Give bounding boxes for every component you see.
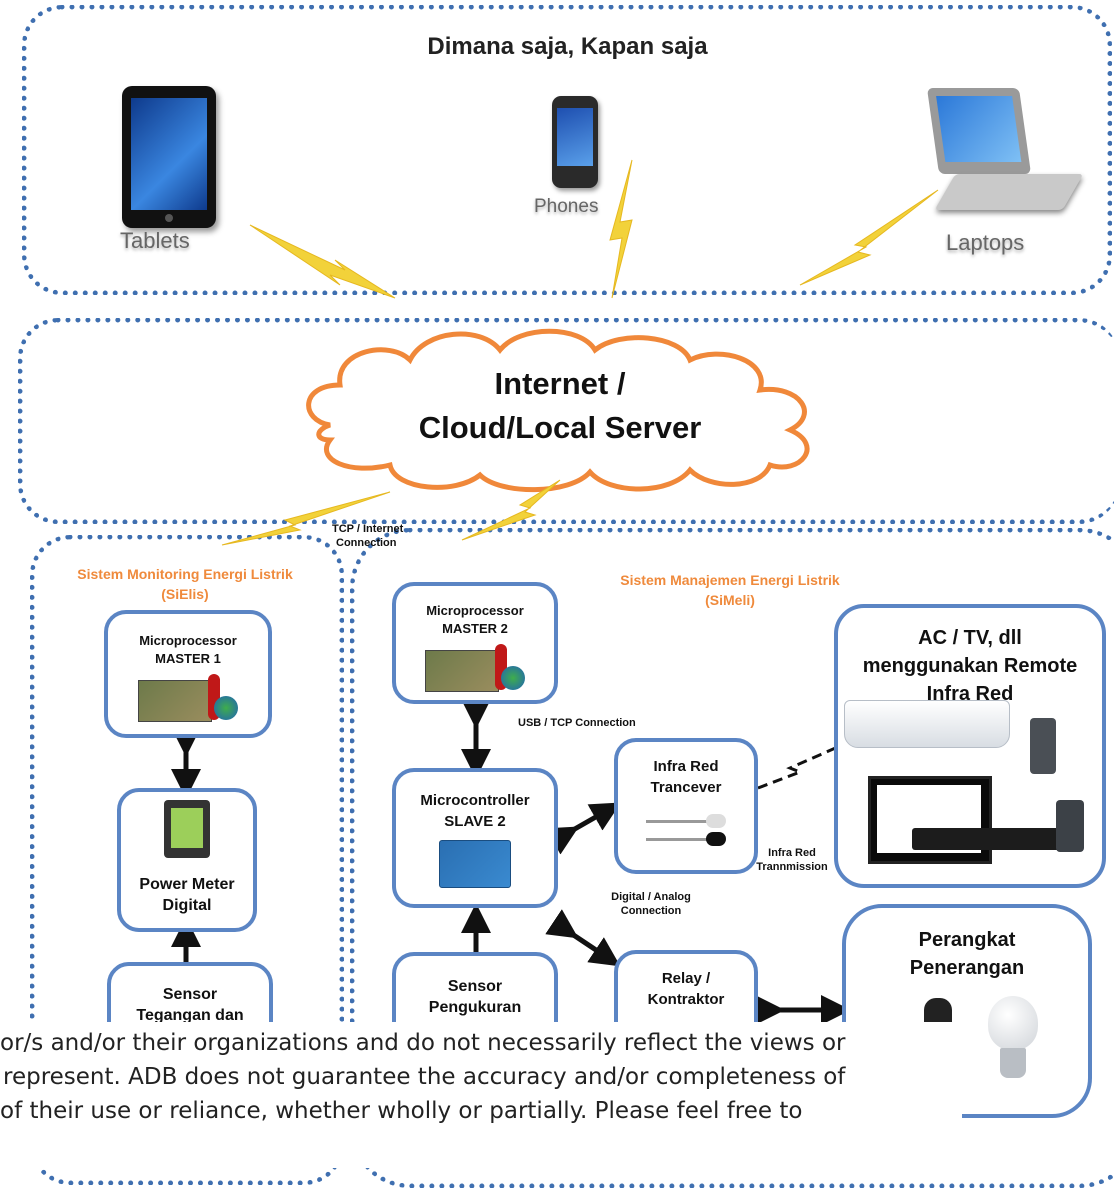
phone-icon [552, 96, 598, 188]
power-meter-line1: Power Meter [139, 876, 235, 893]
right-zone-title-line2: (SiMeli) [705, 592, 755, 608]
disclaimer-line3: of their use or reliance, whether wholly… [0, 1098, 803, 1124]
top-zone-title: Dimana saja, Kapan saja [427, 33, 708, 60]
ac-tv-line1: AC / TV, dll [918, 627, 1022, 649]
ir-transmission-line2: Trannmission [756, 861, 828, 873]
arrow-slave-relay [545, 909, 621, 967]
infrared-trancever-box: Infra Red Trancever [614, 738, 758, 874]
tcp-label-line1: TCP / Internet [332, 523, 404, 535]
infrared-line1: Infra Red [653, 758, 719, 775]
circuit-board-icon [138, 674, 238, 722]
left-zone-title-line2: (SiElis) [161, 586, 209, 602]
slave2-line1: Microcontroller [420, 792, 530, 809]
ir-transmission-line1: Infra Red [768, 847, 816, 859]
left-zone-title: Sistem Monitoring Energi Listrik (SiElis… [40, 564, 330, 604]
ac-tv-line2: menggunakan Remote [862, 655, 1078, 677]
disclaimer-line2: represent. ADB does not guarantee the ac… [3, 1064, 846, 1090]
master2-line2: MASTER 2 [442, 621, 508, 636]
cloud-title-line1: Internet / [494, 366, 626, 401]
ir-led-icon [636, 812, 736, 852]
power-meter-line2: Digital [162, 897, 212, 914]
usb-tcp-label: USB / TCP Connection [518, 717, 636, 729]
dvd-player-icon [912, 828, 1062, 850]
ir-dash-line [757, 744, 841, 790]
tcp-label-line2: Connection [336, 537, 397, 549]
microprocessor-master1-box: Microprocessor MASTER 1 [104, 610, 272, 738]
remote-icon-2 [1056, 800, 1084, 852]
disclaimer-line1: or/s and/or their organizations and do n… [0, 1030, 846, 1056]
phones-label: Phones [534, 196, 599, 217]
lightning-tablet [249, 224, 396, 299]
tablets-label: Tablets [120, 228, 190, 253]
digital-analog-line1: Digital / Analog [611, 891, 691, 903]
lighting-line2: Penerangan [909, 957, 1025, 979]
cloud-shape [306, 328, 810, 493]
cloud-title-line2: Cloud/Local Server [418, 410, 702, 445]
relay-line2: Kontraktor [647, 991, 725, 1008]
sensor-left-line1: Sensor [162, 986, 218, 1003]
tcp-label: TCP / Internet Connection [332, 522, 442, 550]
infrared-line2: Trancever [650, 779, 722, 796]
right-zone-title-line1: Sistem Manajemen Energi Listrik [620, 572, 840, 588]
sensor-left-line2: Tegangan dan [136, 1007, 244, 1024]
lightning-right [461, 479, 561, 541]
tablet-icon [122, 86, 216, 228]
disclaimer-text: or/s and/or their organizations and do n… [0, 1022, 962, 1168]
ac-tv-line3: Infra Red [926, 683, 1014, 705]
lightning-phone [609, 159, 633, 299]
remote-icon [1030, 718, 1056, 774]
slave2-line2: SLAVE 2 [444, 813, 506, 830]
ir-transmission-label: Infra Red Trannmission [752, 846, 832, 874]
television-icon [868, 776, 992, 864]
digital-analog-label: Digital / Analog Connection [604, 890, 698, 918]
power-meter-icon [164, 800, 210, 858]
top-zone [22, 5, 1112, 295]
lightning-left [221, 491, 391, 546]
ac-tv-box: AC / TV, dll menggunakan Remote Infra Re… [834, 604, 1106, 888]
sensor-right-line1: Sensor [447, 978, 503, 995]
circuit-board-icon [425, 644, 525, 692]
sensor-right-line2: Pengukuran [428, 999, 522, 1016]
microprocessor-master2-box: Microprocessor MASTER 2 [392, 582, 558, 704]
lighting-line1: Perangkat [918, 929, 1016, 951]
air-conditioner-icon [844, 700, 1010, 748]
arduino-board-icon [439, 840, 511, 888]
light-bulb-icon [986, 996, 1040, 1090]
microcontroller-slave2-box: Microcontroller SLAVE 2 [392, 768, 558, 908]
right-zone-title: Sistem Manajemen Energi Listrik (SiMeli) [570, 570, 890, 610]
power-meter-box: Power Meter Digital [117, 788, 257, 932]
master2-line1: Microprocessor [426, 603, 524, 618]
master1-line1: Microprocessor [139, 633, 237, 648]
arrow-slave-infrared [545, 802, 622, 855]
relay-line1: Relay / [661, 970, 711, 987]
master1-line2: MASTER 1 [155, 651, 221, 666]
digital-analog-line2: Connection [620, 905, 682, 917]
lightning-laptop [799, 189, 939, 286]
left-zone-title-line1: Sistem Monitoring Energi Listrik [77, 566, 293, 582]
cloud-zone [18, 318, 1114, 524]
laptops-label: Laptops [946, 230, 1025, 255]
